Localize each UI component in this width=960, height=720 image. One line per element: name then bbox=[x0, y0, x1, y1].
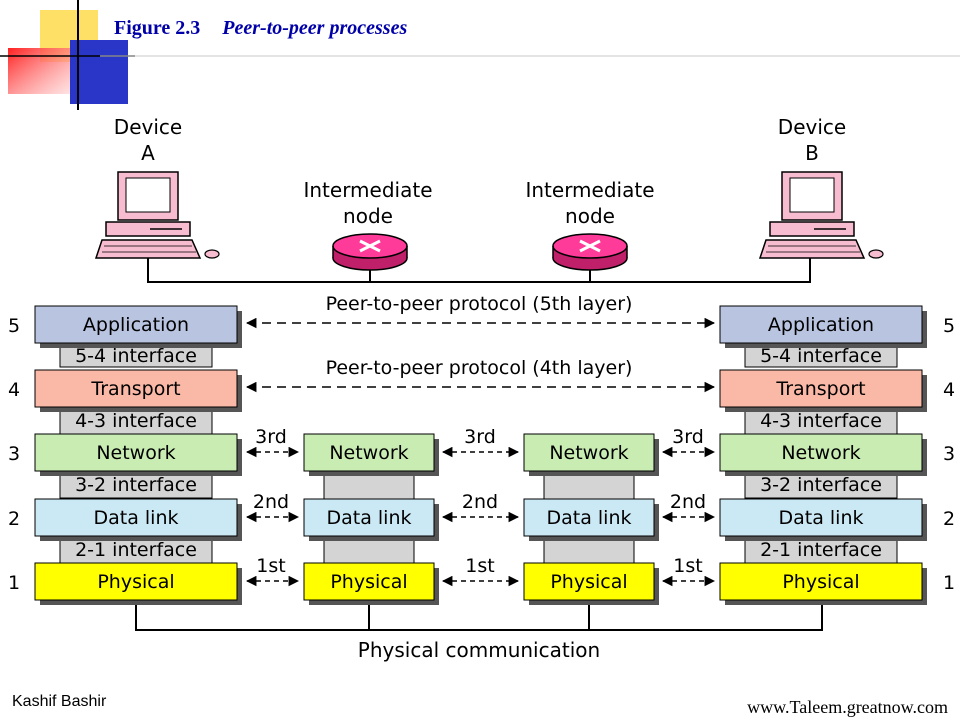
layer-number-2-right: 2 bbox=[943, 508, 955, 530]
layer-number-3-right: 3 bbox=[943, 443, 955, 465]
application-layer-a: Application bbox=[83, 314, 189, 336]
hop-label-1st-1: 1st bbox=[256, 555, 285, 577]
hop-label-3rd-2: 3rd bbox=[464, 426, 496, 448]
device-a-stack: 5-4 interface 4-3 interface 3-2 interfac… bbox=[34, 305, 242, 605]
layer-number-5-left: 5 bbox=[8, 315, 20, 337]
interface-5-4-b: 5-4 interface bbox=[760, 345, 882, 367]
hop-label-3rd-1: 3rd bbox=[255, 426, 287, 448]
hop-label-2nd-3: 2nd bbox=[670, 491, 706, 513]
hop-label-3rd-3: 3rd bbox=[672, 426, 704, 448]
interface-4-3-b: 4-3 interface bbox=[760, 410, 882, 432]
hop-label-1st-2: 1st bbox=[465, 555, 494, 577]
intermediate-node-2-sublabel: node bbox=[565, 204, 615, 228]
device-a-label: Device bbox=[114, 115, 182, 139]
network-link-line bbox=[147, 258, 811, 283]
figure-caption: Peer-to-peer processes bbox=[222, 17, 408, 39]
physical-layer-a: Physical bbox=[97, 571, 174, 593]
application-layer-b: Application bbox=[768, 314, 874, 336]
device-b-letter: B bbox=[805, 141, 819, 165]
layer-number-1-right: 1 bbox=[943, 572, 955, 594]
network-layer-b: Network bbox=[781, 442, 860, 464]
data-link-layer-a: Data link bbox=[93, 507, 178, 529]
intermediate-node-2-label: Intermediate bbox=[525, 178, 654, 202]
network-layer-a: Network bbox=[96, 442, 175, 464]
protocol-5th-layer-label: Peer-to-peer protocol (5th layer) bbox=[326, 293, 633, 315]
transport-layer-b: Transport bbox=[775, 378, 865, 400]
interface-3-2-b: 3-2 interface bbox=[760, 474, 882, 496]
router-icon-1 bbox=[332, 233, 408, 271]
interface-4-3-a: 4-3 interface bbox=[75, 410, 197, 432]
layer-number-4-left: 4 bbox=[8, 379, 20, 401]
node-1-stack: Network Data link Physical bbox=[303, 433, 439, 605]
figure-title: Figure 2.3 Peer-to-peer processes bbox=[114, 17, 407, 40]
physical-communication-label: Physical communication bbox=[358, 638, 600, 662]
layer-number-2-left: 2 bbox=[8, 508, 20, 530]
corner-decoration bbox=[0, 0, 960, 110]
data-link-layer-b: Data link bbox=[778, 507, 863, 529]
data-link-layer-node-1: Data link bbox=[326, 507, 411, 529]
author-credit: Kashif Bashir bbox=[12, 693, 107, 710]
hop-label-1st-3: 1st bbox=[673, 555, 702, 577]
device-b-label: Device bbox=[778, 115, 846, 139]
website-credit: www.Taleem.greatnow.com bbox=[747, 697, 948, 717]
computer-icon-device-b bbox=[758, 171, 884, 259]
router-icon-2 bbox=[552, 233, 628, 271]
transport-layer-a: Transport bbox=[90, 378, 180, 400]
interface-2-1-b: 2-1 interface bbox=[760, 539, 882, 561]
device-b-stack: 5-4 interface 4-3 interface 3-2 interfac… bbox=[719, 305, 927, 605]
intermediate-node-1-label: Intermediate bbox=[303, 178, 432, 202]
physical-layer-b: Physical bbox=[782, 571, 859, 593]
figure-number: Figure 2.3 bbox=[114, 17, 201, 39]
layer-number-3-left: 3 bbox=[8, 443, 20, 465]
computer-icon-device-a bbox=[94, 171, 220, 259]
physical-communication-line bbox=[135, 605, 823, 631]
network-layer-node-2: Network bbox=[549, 442, 628, 464]
intermediate-node-1-sublabel: node bbox=[343, 204, 393, 228]
data-link-layer-node-2: Data link bbox=[546, 507, 631, 529]
physical-layer-node-1: Physical bbox=[330, 571, 407, 593]
node-2-stack: Network Data link Physical bbox=[523, 433, 659, 605]
layer-number-4-right: 4 bbox=[943, 379, 955, 401]
network-layer-node-1: Network bbox=[329, 442, 408, 464]
physical-layer-node-2: Physical bbox=[550, 571, 627, 593]
hop-label-2nd-1: 2nd bbox=[253, 491, 289, 513]
interface-3-2-a: 3-2 interface bbox=[75, 474, 197, 496]
interface-5-4-a: 5-4 interface bbox=[75, 345, 197, 367]
protocol-4th-layer-label: Peer-to-peer protocol (4th layer) bbox=[326, 357, 633, 379]
layer-number-5-right: 5 bbox=[943, 315, 955, 337]
interface-2-1-a: 2-1 interface bbox=[75, 539, 197, 561]
hop-label-2nd-2: 2nd bbox=[462, 491, 498, 513]
layer-number-1-left: 1 bbox=[8, 572, 20, 594]
device-a-letter: A bbox=[141, 141, 155, 165]
